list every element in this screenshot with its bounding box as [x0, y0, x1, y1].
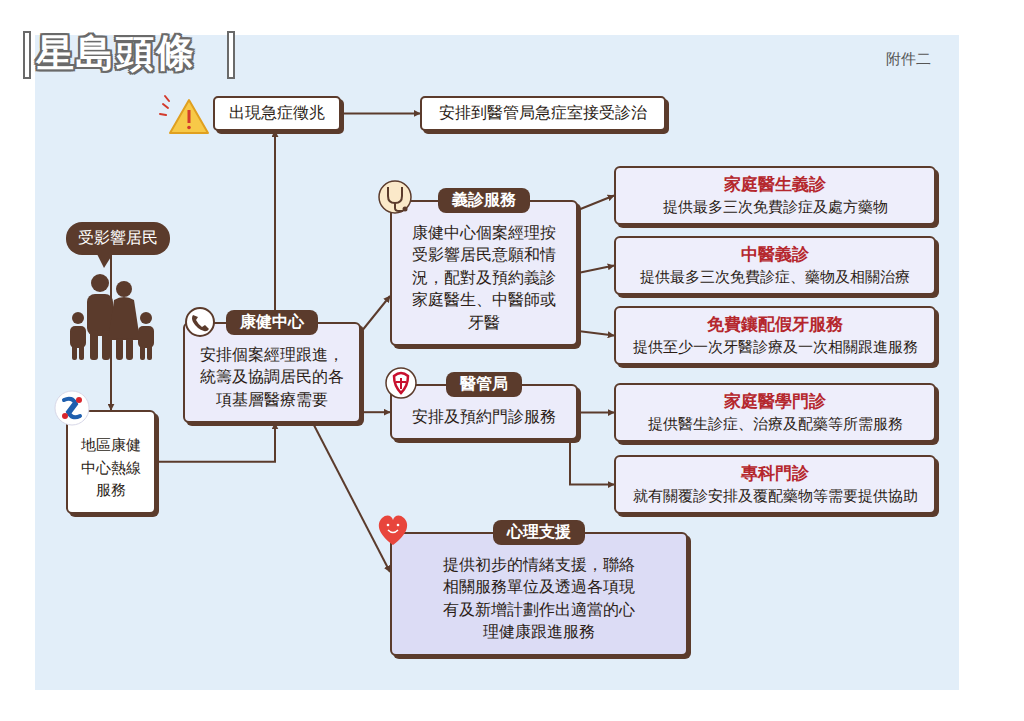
phone-icon	[186, 308, 214, 336]
service-box: 家庭醫生義診提供最多三次免費診症及處方藥物	[614, 166, 936, 225]
service-title: 免費鑲配假牙服務	[626, 313, 924, 337]
attachment-label: 附件二	[886, 50, 931, 69]
watermark-bracket	[24, 32, 30, 78]
flow-arrow	[274, 131, 276, 310]
body-text: 安排及預約門診服務	[404, 386, 564, 428]
service-title: 中醫義診	[626, 243, 924, 267]
body-text: 安排個案經理跟進，統籌及協調居民的各項基層醫療需要	[195, 324, 349, 411]
alert-box: 出現急症徵兆	[213, 96, 341, 131]
watermark-bracket	[228, 32, 234, 78]
flow-arrow	[578, 412, 614, 414]
service-title: 專科門診	[626, 462, 924, 486]
speech-bubble: 受影響居民	[66, 222, 170, 255]
flow-arrow	[156, 423, 275, 462]
service-text: 提供至少一次牙醫診療及一次相關跟進服務	[626, 337, 924, 357]
service-group-box: 義診服務康健中心個案經理按受影響居民意願和情況，配對及預約義診家庭醫生、中醫師或…	[390, 200, 578, 346]
body-text: 提供初步的情緒支援，聯絡相關服務單位及透過各項現有及新增計劃作出適當的心理健康跟…	[442, 534, 636, 644]
bubble-label: 受影響居民	[74, 228, 162, 249]
service-title: 家庭醫生義診	[626, 173, 924, 197]
watermark: 星島頭條	[36, 28, 196, 79]
flow-arrow	[578, 196, 614, 210]
hub-box: 康健中心安排個案經理跟進，統籌及協調居民的各項基層醫療需要	[183, 322, 361, 423]
box-label: 地區康健中心熱線服務	[74, 434, 148, 502]
warning-icon	[160, 96, 208, 133]
service-box: 免費鑲配假牙服務提供至少一次牙醫診療及一次相關跟進服務	[614, 306, 936, 365]
flow-arrow	[313, 423, 390, 572]
service-text: 提供最多三次免費診症、藥物及相關治療	[626, 267, 924, 287]
heading-tab: 心理支援	[493, 520, 585, 545]
hospital-authority-icon	[386, 368, 416, 398]
action-box: 安排到醫管局急症室接受診治	[420, 96, 666, 131]
heart-icon	[379, 515, 407, 545]
flow-arrow	[578, 266, 614, 273]
flow-arrow	[570, 440, 614, 484]
flow-arrow	[578, 331, 614, 336]
flow-arrow	[361, 296, 390, 332]
service-title: 家庭醫學門診	[626, 390, 924, 414]
service-text: 就有關覆診安排及覆配藥物等需要提供協助	[626, 486, 924, 506]
box-label: 安排到醫管局急症室接受診治	[434, 103, 652, 124]
heading-tab: 康健中心	[226, 310, 318, 335]
stethoscope-icon	[379, 181, 411, 213]
hotline-box: 地區康健中心熱線服務	[66, 410, 156, 514]
service-text: 提供醫生診症、治療及配藥等所需服務	[626, 414, 924, 434]
heading-tab: 醫管局	[446, 372, 522, 397]
body-text: 康健中心個案經理按受影響居民意願和情況，配對及預約義診家庭醫生、中醫師或牙醫	[409, 202, 559, 334]
service-text: 提供最多三次免費診症及處方藥物	[626, 197, 924, 217]
service-box: 中醫義診提供最多三次免費診症、藥物及相關治療	[614, 236, 936, 295]
service-box: 專科門診就有關覆診安排及覆配藥物等需要提供協助	[614, 455, 936, 514]
box-label: 出現急症徵兆	[227, 103, 327, 124]
hotline-logo	[55, 391, 89, 425]
service-group-box: 醫管局安排及預約門診服務	[390, 384, 578, 440]
service-box: 家庭醫學門診提供醫生診症、治療及配藥等所需服務	[614, 383, 936, 442]
flow-arrow	[341, 112, 420, 114]
service-group-box: 心理支援提供初步的情緒支援，聯絡相關服務單位及透過各項現有及新增計劃作出適當的心…	[390, 532, 688, 656]
heading-tab: 義診服務	[438, 188, 530, 213]
family-illustration	[70, 274, 154, 360]
flow-arrow	[361, 411, 390, 413]
